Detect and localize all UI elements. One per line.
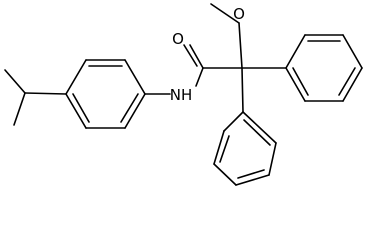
structure-canvas: O O NH (4, 3, 363, 186)
phenyl-ring-upper (285, 34, 363, 102)
phenyl-ring-lower (213, 111, 277, 186)
amide-nitrogen-label: NH (170, 86, 193, 104)
quaternary-center (202, 3, 287, 113)
isopropyl-group (4, 69, 67, 126)
carbonyl-oxygen-label: O (172, 30, 184, 48)
amide-linkage (144, 44, 204, 95)
methoxy-oxygen-label: O (233, 5, 245, 23)
isopropylphenyl-ring (65, 59, 146, 129)
molecule-structure: O O NH (4, 3, 363, 186)
